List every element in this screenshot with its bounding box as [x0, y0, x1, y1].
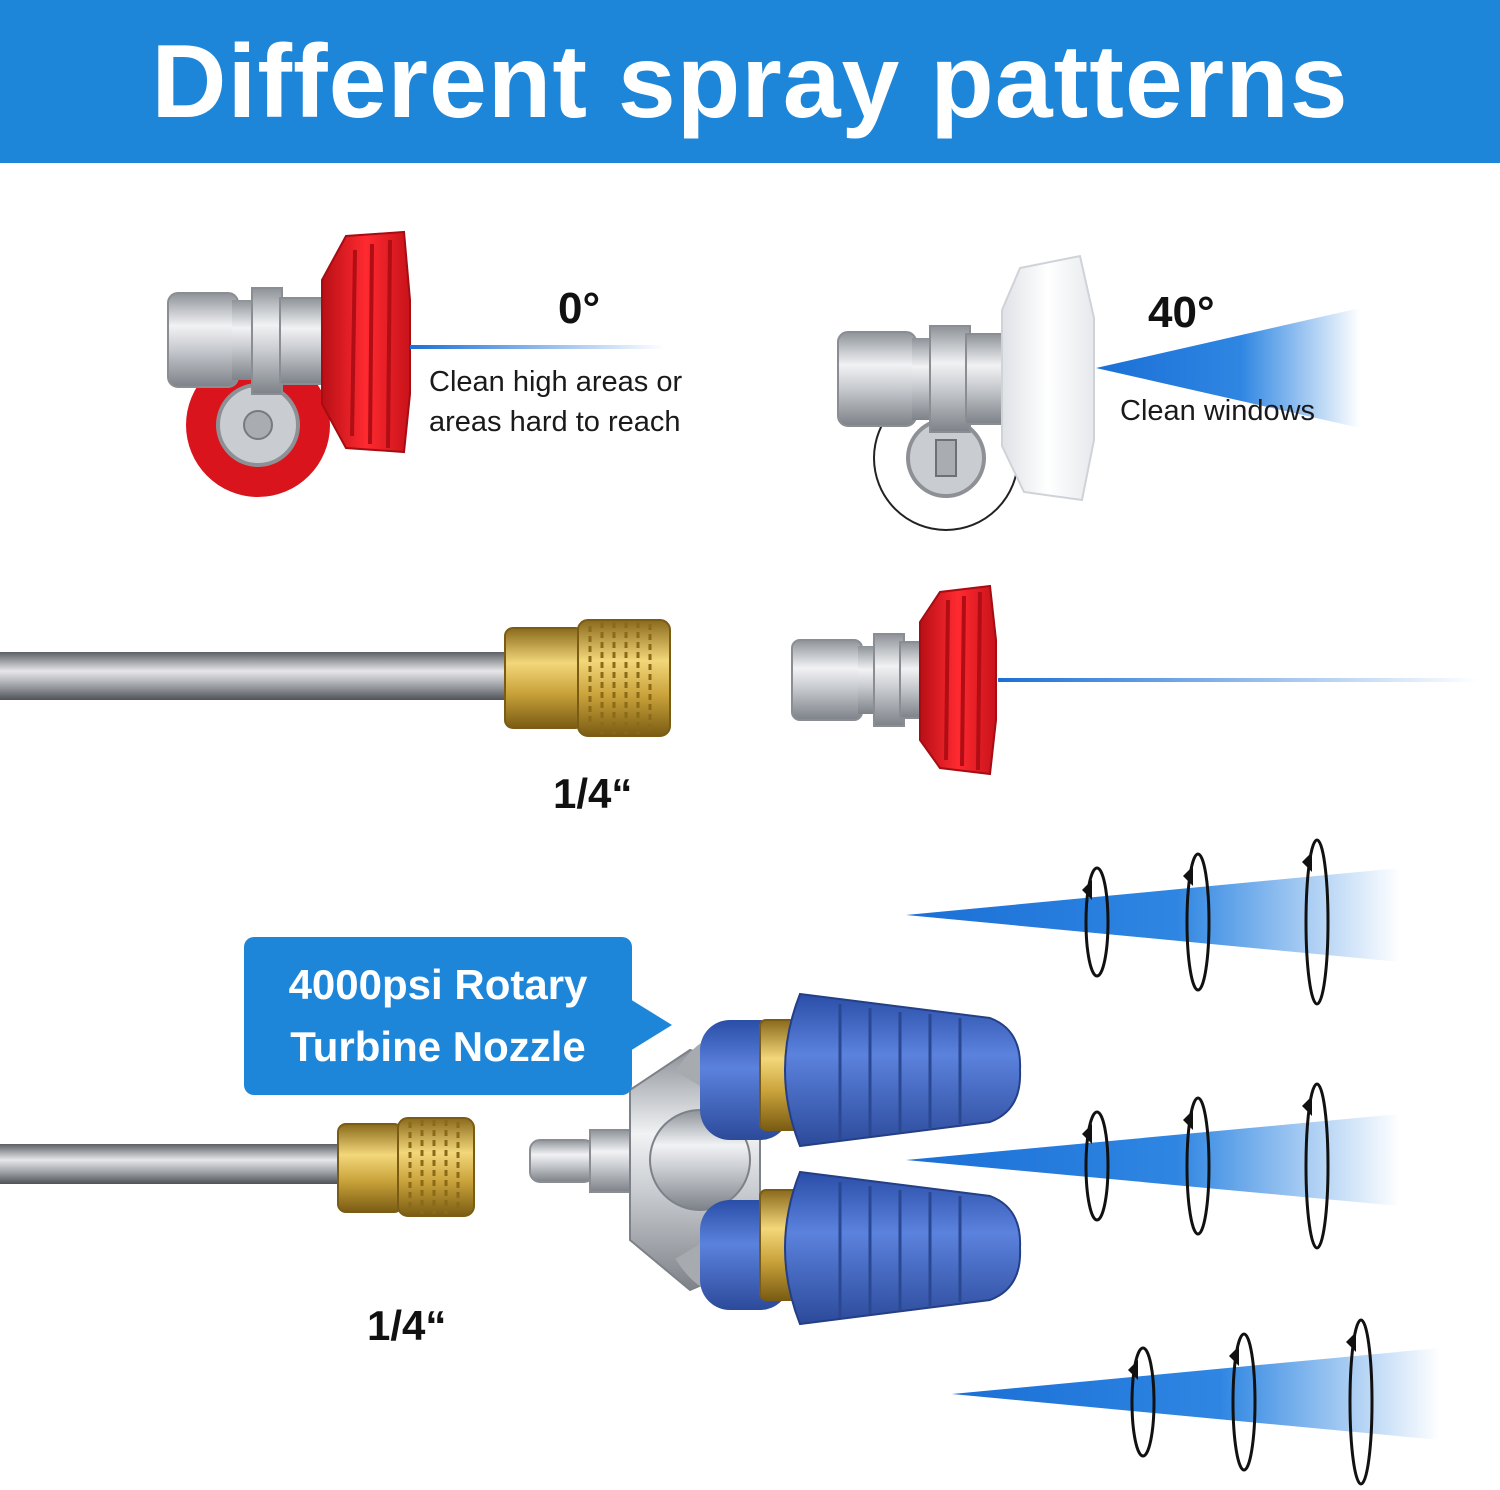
spray-jet-0: [410, 345, 665, 349]
description-0-line-2: areas hard to reach: [429, 406, 681, 438]
rotation-arrows: [1084, 838, 1374, 1486]
angle-label-0: 0°: [558, 284, 601, 333]
fitting-size-lower: 1/4“: [367, 1302, 447, 1349]
rotation-arrow-icon: [1084, 1110, 1110, 1222]
rotation-arrow-icon: [1185, 852, 1211, 992]
spray-fan-40: [1096, 308, 1360, 428]
description-0: Clean high areas or areas hard to reach: [429, 362, 682, 442]
rotation-arrow-icon: [1304, 1082, 1330, 1250]
rotation-arrow-icon: [1348, 1318, 1374, 1486]
callout-line-1: 4000psi Rotary: [288, 961, 588, 1008]
page-title: Different spray patterns: [151, 23, 1349, 140]
rotation-arrow-icon: [1304, 838, 1330, 1006]
rotary-turbine-nozzle-icon: [529, 992, 1022, 1326]
rotary-spray-top: [906, 868, 1400, 962]
rotary-spray-cones: [906, 868, 1440, 1440]
rotation-arrow-icon: [1084, 866, 1110, 978]
angle-label-40: 40°: [1148, 288, 1215, 337]
rotation-arrow-icon: [1130, 1346, 1156, 1458]
description-0-line-1: Clean high areas or: [429, 366, 683, 398]
spray-jet-attached: [998, 678, 1478, 682]
rotary-spray-bottom: [952, 1348, 1440, 1440]
wand-with-coupler-lower: [0, 1117, 475, 1217]
rotation-arrow-icon: [1185, 1096, 1211, 1236]
rotation-arrow-icon: [1231, 1332, 1257, 1472]
rotary-spray-middle: [906, 1114, 1400, 1206]
title-banner: Different spray patterns: [0, 0, 1500, 163]
turbine-callout: 4000psi Rotary Turbine Nozzle: [244, 937, 672, 1095]
rotation-arrowheads: [1082, 852, 1356, 1380]
red-nozzle-attached-icon: [791, 584, 997, 776]
wand-with-coupler-upper: [0, 619, 671, 737]
red-nozzle-0-icon: [167, 230, 411, 497]
description-40: Clean windows: [1120, 395, 1316, 427]
white-nozzle-40-icon: [837, 254, 1095, 531]
callout-line-2: Turbine Nozzle: [290, 1023, 586, 1070]
fitting-size-upper: 1/4“: [553, 770, 633, 817]
